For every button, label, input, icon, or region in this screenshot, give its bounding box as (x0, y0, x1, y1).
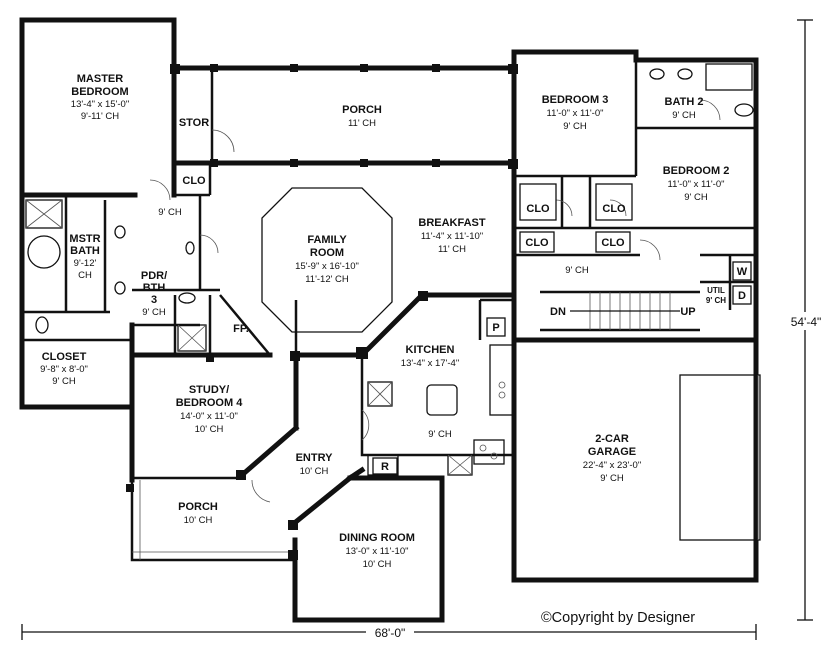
entry-ch: 10' CH (300, 466, 329, 477)
copyright-text: ©Copyright by Designer (541, 610, 695, 626)
pdr-name3: 3 (151, 294, 157, 306)
walls (19, 17, 759, 623)
mstr-bath-name2: BATH (70, 245, 100, 257)
dining-ch: 10' CH (363, 559, 392, 570)
closet-size: 9'-8" x 8'-0" (40, 364, 88, 375)
posts (126, 64, 518, 560)
mstr-bath-ch: CH (78, 270, 92, 281)
bath2-ch: 9' CH (672, 110, 696, 121)
util-ch: 9' CH (706, 296, 726, 305)
study-size: 14'-0" x 11'-0" (180, 411, 238, 422)
dimension-lines: 68'-0" 54'-4" (21, 19, 828, 641)
porch-top-ch: 11' CH (348, 118, 376, 129)
garage-size: 22'-4" x 23'-0" (583, 460, 641, 471)
garage-name1: 2-CAR (595, 433, 629, 445)
overall-depth: 54'-4" (791, 315, 822, 329)
clo-1-label: CLO (182, 175, 206, 187)
closet-ch: 9' CH (52, 376, 76, 387)
clo-b2-label: CLO (602, 203, 626, 215)
bedroom2-size: 11'-0" x 11'-0" (667, 179, 724, 190)
dining-name: DINING ROOM (339, 532, 415, 544)
hall-ch: 9' CH (158, 207, 182, 218)
stair-dn: DN (550, 306, 566, 318)
master-size: 13'-4" x 15'-0" (71, 99, 129, 110)
pdr-name1: PDR/ (141, 270, 167, 282)
closet-name: CLOSET (42, 351, 87, 363)
family-ceiling-outline (261, 187, 393, 333)
room-labels: MASTER BEDROOM 13'-4" x 15'-0" 9'-11' CH… (40, 73, 748, 570)
study-name2: BEDROOM 4 (176, 397, 244, 409)
dryer-label: D (738, 290, 746, 302)
study-name1: STUDY/ (189, 384, 229, 396)
bedroom3-size: 11'-0" x 11'-0" (546, 108, 603, 119)
fixtures (25, 63, 761, 541)
bedroom3-ch: 9' CH (563, 121, 587, 132)
mstr-bath-name1: MSTR (69, 233, 100, 245)
family-size: 15'-9" x 16'-10" (295, 261, 359, 272)
pantry-label: P (492, 322, 499, 334)
breakfast-size: 11'-4" x 11'-10" (421, 231, 483, 242)
util-name: UTIL (707, 286, 725, 295)
stair-up: UP (680, 306, 695, 318)
bedroom2-ch: 9' CH (684, 192, 708, 203)
mstr-bath-size: 9'-12' (74, 258, 97, 269)
family-ch: 11'-12' CH (305, 274, 349, 285)
family-name2: ROOM (310, 247, 344, 259)
clo-b3-label: CLO (526, 203, 550, 215)
porch-front-name: PORCH (178, 501, 218, 513)
clo-b3b-label: CLO (525, 237, 549, 249)
kitchen-size: 13'-4" x 17'-4" (401, 358, 459, 369)
garage-ch: 9' CH (600, 473, 624, 484)
garage-name2: GARAGE (588, 446, 636, 458)
hall2-ch: 9' CH (565, 265, 589, 276)
bath2-name: BATH 2 (665, 96, 704, 108)
fp-label: FP. (233, 323, 249, 335)
entry-name: ENTRY (296, 452, 334, 464)
bedroom2-name: BEDROOM 2 (663, 165, 730, 177)
kitchen-name: KITCHEN (406, 344, 455, 356)
master-name2: BEDROOM (71, 86, 128, 98)
breakfast-name: BREAKFAST (418, 217, 486, 229)
dining-size: 13'-0" x 11'-10" (345, 546, 408, 557)
master-ch: 9'-11' CH (81, 111, 119, 122)
family-name1: FAMILY (307, 234, 347, 246)
study-ch: 10' CH (195, 424, 224, 435)
breakfast-ch: 11' CH (438, 244, 466, 255)
kitchen-ch: 9' CH (428, 429, 452, 440)
pdr-name2: BTH (143, 282, 166, 294)
bedroom3-name: BEDROOM 3 (542, 94, 609, 106)
porch-top-name: PORCH (342, 104, 382, 116)
master-name1: MASTER (77, 73, 124, 85)
pdr-ch: 9' CH (142, 307, 166, 318)
stor-label: STOR (179, 117, 209, 129)
overall-width: 68'-0" (375, 626, 406, 640)
porch-front-ch: 10' CH (184, 515, 213, 526)
washer-label: W (737, 266, 748, 278)
clo-b2b-label: CLO (601, 237, 625, 249)
fridge-label: R (381, 461, 389, 473)
